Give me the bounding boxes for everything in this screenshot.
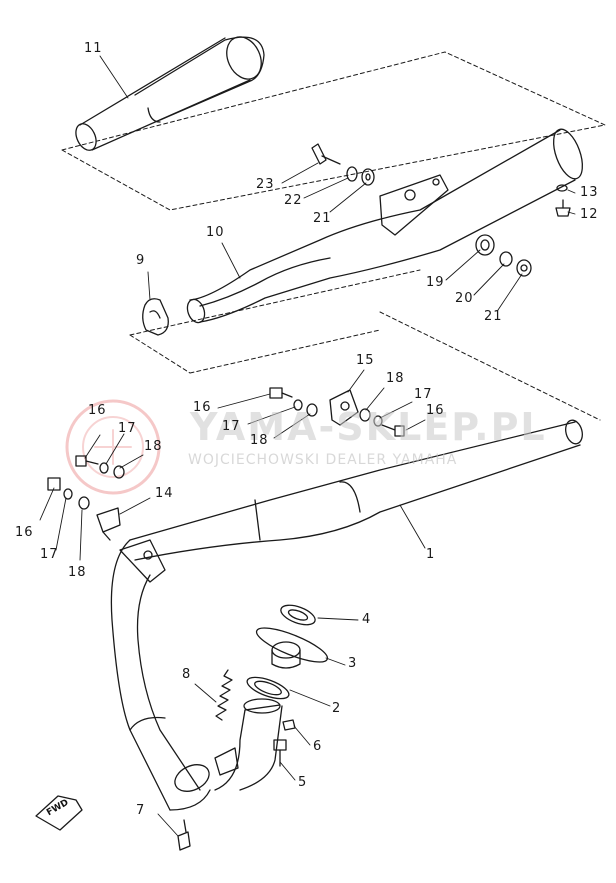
callout-16-c: 16 (88, 403, 107, 418)
callout-18-c: 18 (144, 439, 163, 454)
part-16-bolt-b (381, 424, 405, 437)
callout-16-d: 16 (15, 525, 34, 540)
callout-17-d: 17 (40, 547, 59, 562)
callout-18-b: 18 (250, 433, 269, 448)
callout-20: 20 (455, 291, 474, 306)
callout-17-a: 17 (414, 387, 433, 402)
part-4-gasket (280, 604, 316, 626)
callout-16-b: 16 (426, 403, 445, 418)
part-18-collar-a (306, 403, 318, 417)
part-16-bolt-a (269, 387, 293, 399)
callout-14: 14 (155, 486, 174, 501)
callout-21-upper: 21 (313, 211, 332, 226)
part-23-bolt (311, 143, 341, 165)
watermark-subtitle: WOJCIECHOWSKI DEALER YAMAHA (188, 452, 458, 468)
callout-4: 4 (362, 612, 372, 627)
part-16-bolt-c (75, 455, 99, 467)
part-6-nut (282, 719, 296, 731)
part-13-washer (556, 184, 568, 192)
part-18-collar-d (78, 496, 90, 510)
part-5-bolt (273, 739, 287, 767)
part-21-washer-lower (516, 259, 532, 277)
part-11-tail-pipe (75, 36, 265, 151)
callout-13: 13 (580, 185, 599, 200)
callout-17-c: 17 (118, 421, 137, 436)
assembly-frame-lower (379, 311, 601, 421)
part-12-bolt (555, 199, 571, 217)
part-17-washer-b (373, 415, 383, 427)
callout-3: 3 (348, 656, 358, 671)
callout-9: 9 (136, 253, 146, 268)
part-22-collar (346, 166, 358, 182)
assembly-frame-middle (129, 269, 421, 374)
part-7-plug (177, 819, 191, 851)
callout-1: 1 (426, 547, 436, 562)
callout-15: 15 (356, 353, 375, 368)
callout-5: 5 (298, 775, 308, 790)
part-17-washer-d (63, 488, 73, 500)
part-18-collar-b (359, 408, 371, 422)
callout-12: 12 (580, 207, 599, 222)
part-20-collar (499, 251, 513, 267)
watermark-logo (65, 399, 161, 495)
callout-17-b: 17 (222, 419, 241, 434)
callout-22: 22 (284, 193, 303, 208)
callout-18-a: 18 (386, 371, 405, 386)
part-14-bracket (96, 507, 121, 541)
callout-23: 23 (256, 177, 275, 192)
callout-11: 11 (84, 41, 103, 56)
assembly-frame-upper (61, 51, 606, 211)
part-10-muffler (186, 128, 584, 324)
part-15-bracket (329, 389, 359, 426)
callout-8: 8 (182, 667, 192, 682)
fwd-arrow-icon (35, 795, 83, 831)
part-18-collar-c (113, 465, 125, 479)
part-21-washer-upper (361, 168, 375, 186)
callout-6: 6 (313, 739, 323, 754)
part-9-clamp (142, 298, 169, 336)
part-3-flange (255, 627, 329, 669)
watermark-title: YAMA-SKLEP.PL (190, 405, 547, 449)
callout-10: 10 (206, 225, 225, 240)
callout-16-a: 16 (193, 400, 212, 415)
part-17-washer-c (99, 462, 109, 474)
part-19-grommet (475, 234, 495, 256)
callout-18-d: 18 (68, 565, 87, 580)
part-2-gasket (246, 676, 290, 700)
part-8-spring (215, 669, 233, 721)
part-1-exhaust-pipe (110, 419, 583, 811)
part-16-bolt-d (47, 477, 61, 491)
callout-2: 2 (332, 701, 342, 716)
callout-21-lower: 21 (484, 309, 503, 324)
part-17-washer-a (293, 399, 303, 411)
callout-7: 7 (136, 803, 146, 818)
callout-19: 19 (426, 275, 445, 290)
leader-lines (39, 55, 576, 837)
